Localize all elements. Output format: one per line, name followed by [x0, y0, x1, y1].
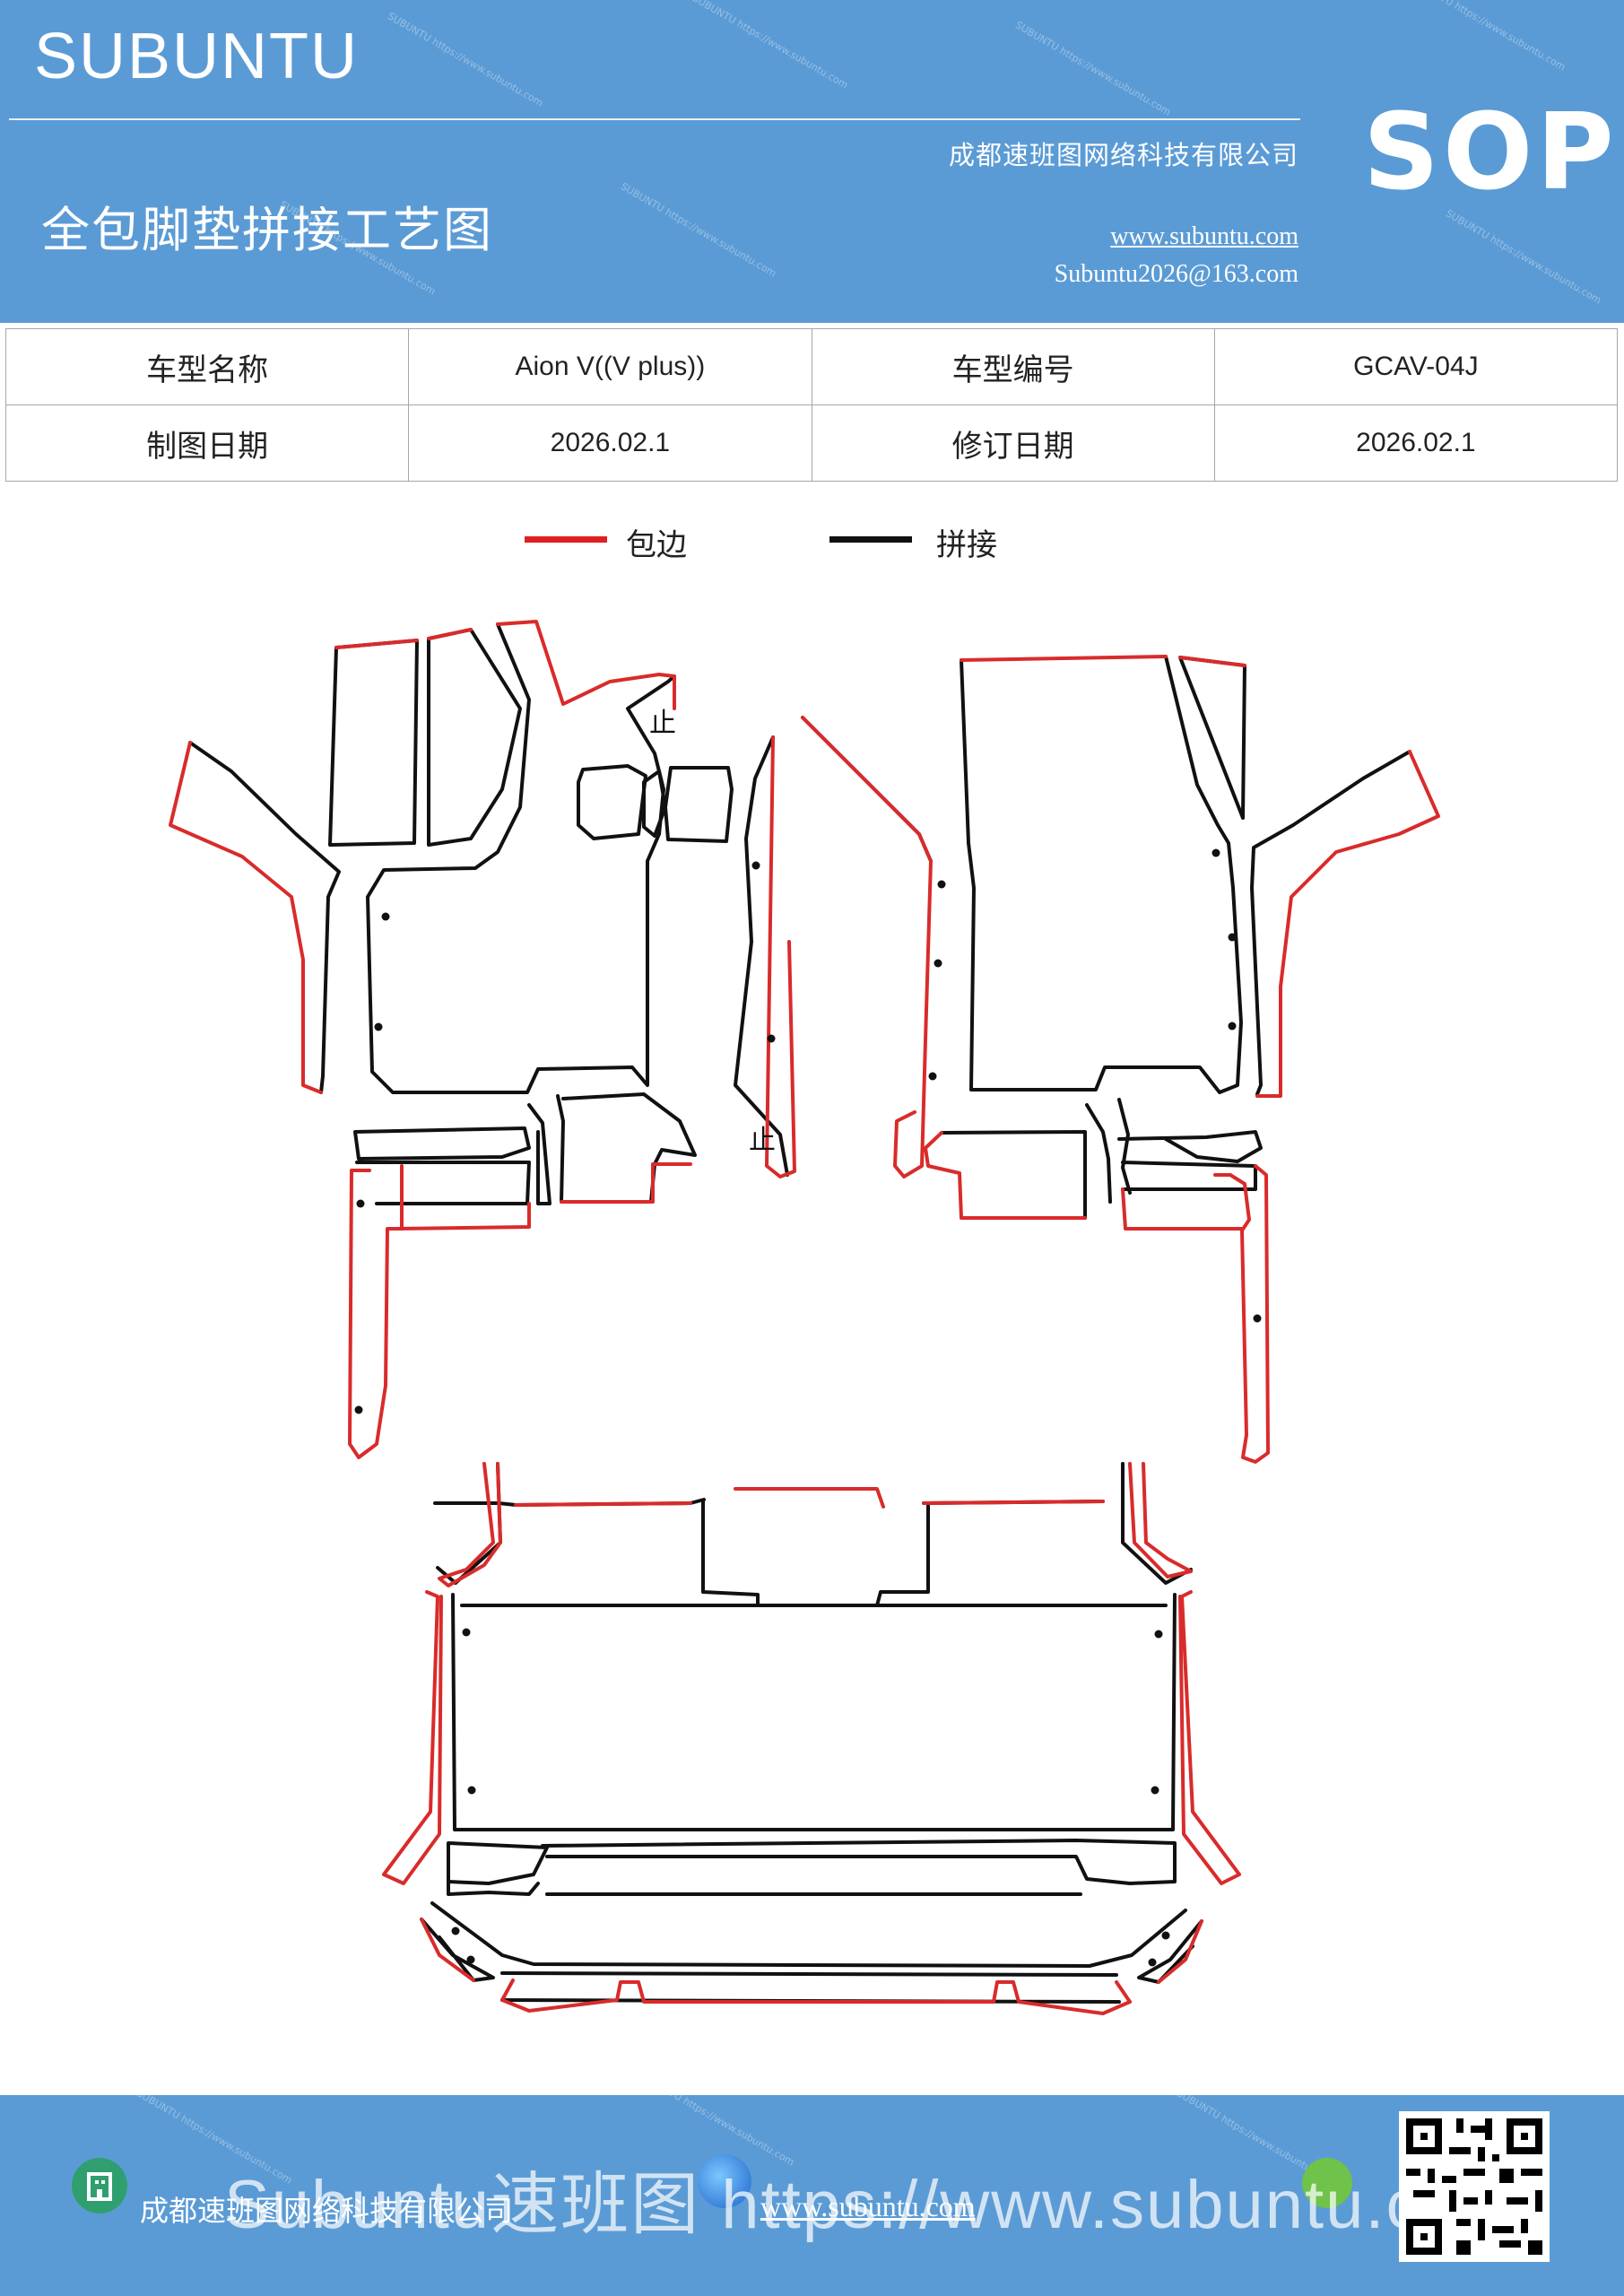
mat-piece	[353, 1126, 531, 1161]
watermark: SUBUNTU https://www.subuntu.com	[1013, 19, 1173, 118]
stop-marker-label: 止	[649, 708, 676, 739]
watermark: SUBUNTU https://www.subuntu.com	[1408, 0, 1568, 74]
table-cell: Aion V((V plus))	[408, 328, 812, 405]
qr-code[interactable]	[1399, 2111, 1550, 2262]
table-cell: 制图日期	[4, 404, 410, 482]
mat-piece	[1178, 656, 1246, 820]
globe-icon	[698, 2154, 751, 2208]
legend-label-seam: 拼接	[936, 527, 997, 563]
mat-piece	[642, 770, 667, 838]
watermark: SUBUNTU https://www.subuntu.com	[1444, 207, 1603, 307]
website-link[interactable]: www.subuntu.com	[1110, 222, 1298, 250]
building-icon	[72, 2158, 127, 2213]
wechat-icon	[1302, 2158, 1352, 2208]
footer-banner: SUBUNTU https://www.subuntu.com SUBUNTU …	[0, 2095, 1624, 2296]
header-banner: SUBUNTU https://www.subuntu.com SUBUNTU …	[0, 0, 1624, 323]
document-title: 全包脚垫拼接工艺图	[41, 202, 493, 258]
legend-swatch-seam	[829, 536, 912, 543]
mat-piece	[664, 766, 734, 843]
floor-mat-diagram: 止 止	[169, 620, 1440, 2015]
legend: 包边 拼接	[0, 526, 1624, 579]
edging-lines	[169, 620, 1440, 2015]
table-cell: 车型名称	[4, 328, 410, 405]
legend-label-edging: 包边	[626, 527, 687, 563]
table-cell: GCAV-04J	[1213, 328, 1619, 405]
mat-piece	[447, 1841, 549, 1885]
watermark: SUBUNTU https://www.subuntu.com	[386, 10, 545, 109]
footer-overlay-text: Subuntu速班图 https://www.subuntu.com	[224, 2167, 1521, 2243]
vehicle-info-table: 车型名称 Aion V((V plus)) 车型编号 GCAV-04J 制图日期…	[4, 328, 1619, 482]
header-divider	[9, 118, 1300, 120]
table-cell: 修订日期	[811, 404, 1215, 482]
seam-lines	[188, 622, 1411, 2004]
table-row: 车型名称 Aion V((V plus)) 车型编号 GCAV-04J	[4, 328, 1619, 405]
sop-badge: SOP	[1363, 90, 1618, 213]
watermark: SUBUNTU https://www.subuntu.com	[690, 0, 850, 91]
mat-piece	[427, 628, 522, 847]
footer-company: 成都速班图网络科技有限公司	[140, 2194, 514, 2228]
table-cell: 2026.02.1	[408, 404, 812, 482]
table-cell: 2026.02.1	[1213, 404, 1619, 482]
mat-piece	[577, 764, 647, 840]
watermark: SUBUNTU https://www.subuntu.com	[619, 180, 778, 280]
rivet-dots	[354, 848, 1262, 1967]
mat-piece	[328, 639, 419, 847]
table-cell: 车型编号	[811, 328, 1215, 405]
legend-swatch-edging	[525, 536, 607, 543]
email-address: Subuntu2026@163.com	[1054, 260, 1298, 288]
stop-marker-label: 止	[749, 1125, 776, 1156]
table-row: 制图日期 2026.02.1 修订日期 2026.02.1	[4, 404, 1619, 482]
brand-logo-text: SUBUNTU	[34, 21, 360, 92]
footer-website-link[interactable]: www.subuntu.com	[760, 2190, 976, 2222]
company-name: 成都速班图网络科技有限公司	[948, 140, 1298, 170]
